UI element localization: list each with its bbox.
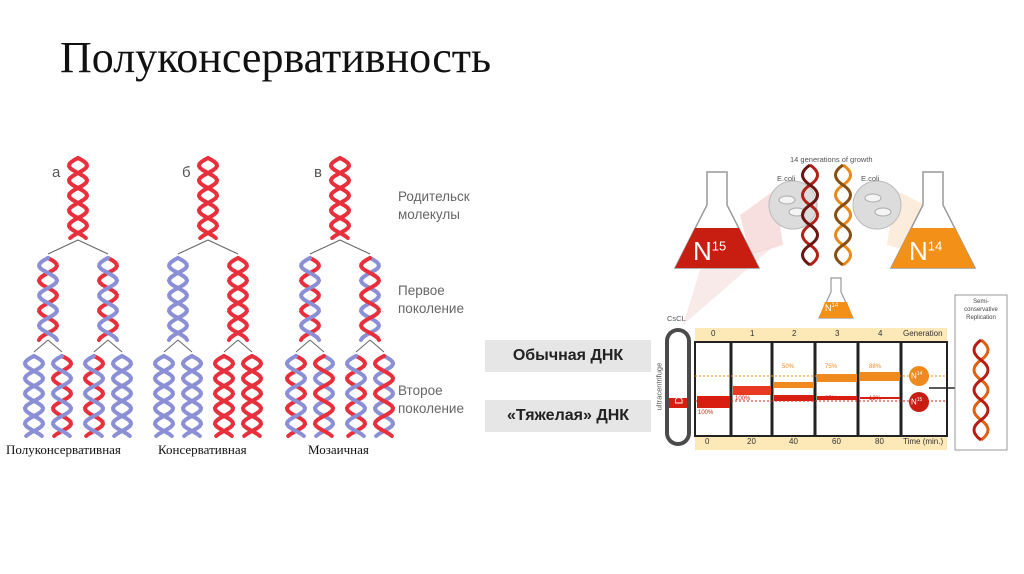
- dna-strand: [152, 354, 176, 438]
- dna-strand: [180, 354, 204, 438]
- dna-strand: [328, 156, 352, 240]
- ecoli-left-label: E.coli: [777, 174, 796, 183]
- meselson-stahl-experiment: 14 generations of growth E.coli E.coli N…: [654, 150, 1015, 460]
- dna-strand: [96, 256, 120, 342]
- light-flask-label: N14: [909, 236, 943, 266]
- branch-arrows: [33, 239, 385, 353]
- dna-strand: [22, 354, 46, 438]
- dna-strand: [298, 256, 322, 342]
- dna-strand: [36, 256, 60, 342]
- page-title: Полуконсервативность: [60, 33, 492, 82]
- dna-strand: [298, 256, 322, 342]
- dna-strand: [66, 156, 90, 240]
- model-letter-a: а: [52, 164, 61, 181]
- dna-strand: [110, 354, 134, 438]
- dna-strand: [166, 256, 190, 342]
- dna-strand: [36, 256, 60, 342]
- dna-strand: [152, 354, 176, 438]
- dna-strand: [66, 156, 90, 240]
- dna-strand: [312, 354, 336, 438]
- model-letter-v: в: [314, 164, 322, 181]
- minus-sign: -: [675, 342, 679, 356]
- dna-strand: [196, 156, 220, 240]
- heavy-dna-label: «Тяжелая» ДНК: [485, 400, 651, 432]
- ultracentrifuge-label: ultracentrifuge: [654, 362, 664, 411]
- n15-tag: N15: [911, 397, 923, 407]
- dna-strand: [284, 354, 308, 438]
- plus-sign: +: [673, 430, 681, 444]
- small-flask-label: N14: [825, 303, 839, 313]
- model-letter-b: б: [182, 164, 191, 181]
- n14-tag: N14: [911, 371, 923, 381]
- dna-strand: [328, 156, 352, 240]
- caption-conservative: Консервативная: [158, 442, 247, 457]
- heavy-flask-label: N15: [693, 236, 727, 266]
- dna-strand: [212, 354, 236, 438]
- dna-strand: [372, 354, 395, 438]
- dna-strand: [284, 354, 308, 438]
- cscl-label: CsCL: [667, 314, 686, 323]
- dna-strand: [110, 354, 134, 438]
- dna-strand: [82, 354, 106, 438]
- dna-strand: [344, 354, 368, 438]
- dna-strand: [82, 354, 106, 438]
- dna-strand: [344, 354, 368, 438]
- experiment-art: [665, 163, 1008, 451]
- helix-drawing: [22, 156, 395, 438]
- dna-strand: [166, 256, 190, 342]
- dna-strand: [96, 256, 120, 342]
- dna-strand: [240, 354, 264, 438]
- dna-strand: [180, 354, 204, 438]
- dna-strand: [312, 354, 336, 438]
- density-label: Density: [673, 367, 686, 405]
- dna-strand: [226, 256, 250, 342]
- dna-strand: [50, 354, 74, 438]
- dna-strand: [196, 156, 220, 240]
- dna-strand: [358, 256, 382, 342]
- ecoli-right-label: E.coli: [861, 174, 880, 183]
- caption-dispersive: Мозаичная: [308, 442, 369, 457]
- normal-dna-label: Обычная ДНК: [485, 340, 651, 372]
- dna-strand: [240, 354, 264, 438]
- caption-semiconservative: Полуконсервативная: [6, 442, 121, 457]
- dna-strand: [50, 354, 74, 438]
- dna-strand: [372, 354, 395, 438]
- generations-caption: 14 generations of growth: [790, 155, 873, 164]
- dna-strand: [22, 354, 46, 438]
- model-box-caption: Semi- conservative Replication: [964, 299, 998, 321]
- dna-strand: [358, 256, 382, 342]
- dna-strand: [212, 354, 236, 438]
- dna-strand: [226, 256, 250, 342]
